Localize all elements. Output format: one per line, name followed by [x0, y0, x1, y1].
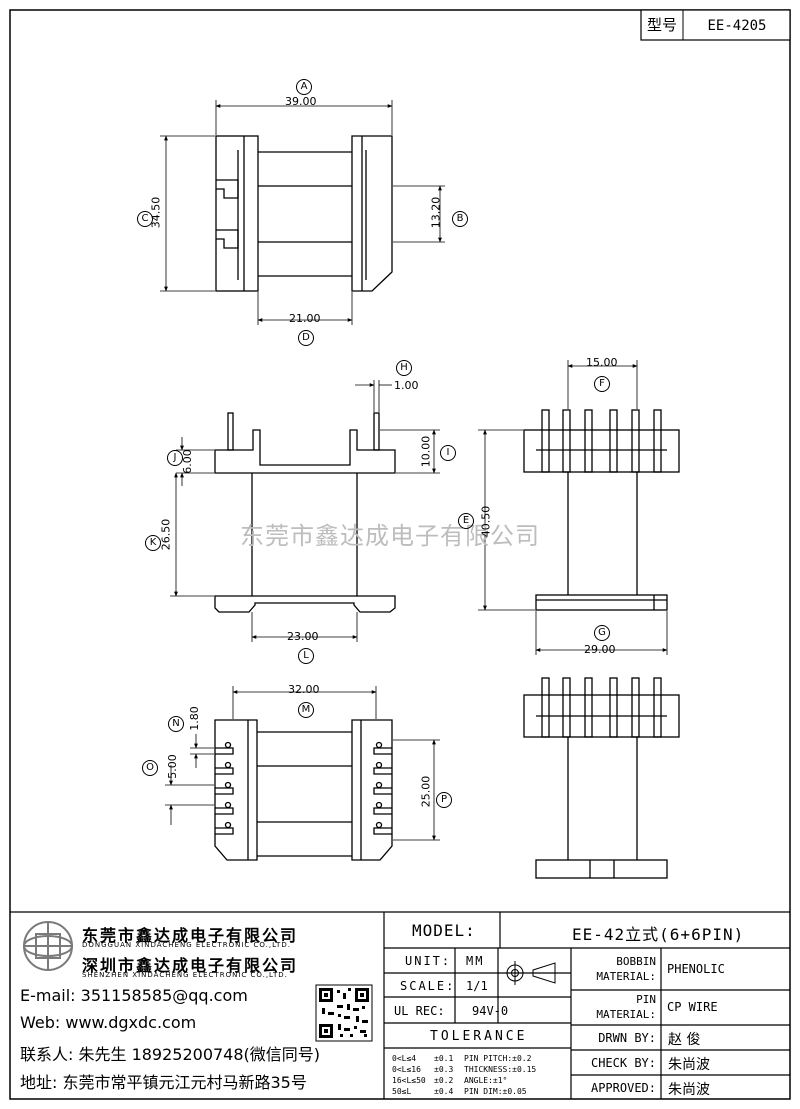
drawing-border	[9, 9, 791, 1100]
dim-e-value: 40.50	[479, 505, 493, 538]
callout-f: F	[594, 376, 610, 392]
dim-p-value: 25.00	[419, 775, 433, 808]
dim-o-value: 5.00	[165, 754, 179, 779]
company-en-shenzhen: SHENZHEN XINDACHENG ELECTRONIC CO.,LTD.	[82, 971, 288, 979]
ul-label: UL REC:	[394, 1004, 445, 1018]
dim-b-value: 13.20	[429, 196, 443, 229]
company-name-shenzhen: 深圳市鑫达成电子有限公司	[82, 956, 299, 975]
callout-j: J	[167, 450, 183, 466]
callout-m: M	[298, 702, 314, 718]
callout-d: D	[298, 330, 314, 346]
dim-a-value: 39.00	[285, 95, 317, 108]
company-logo	[23, 921, 73, 971]
front-view-dimensions	[478, 360, 668, 655]
callout-n: N	[168, 716, 184, 732]
dim-j-value: 6.00	[180, 449, 194, 474]
pin-material-label-2: MATERIAL:	[596, 1008, 656, 1021]
callout-h: H	[396, 360, 412, 376]
bottom-view	[214, 719, 393, 861]
qr-code-image	[315, 984, 373, 1042]
bobbin-material-label-1: BOBBIN	[616, 955, 656, 968]
callout-o: O	[142, 760, 158, 776]
projection-symbol	[503, 961, 556, 985]
front-view-pins	[536, 409, 667, 473]
dim-g-value: 29.00	[584, 643, 616, 656]
dim-n-value: 1.80	[187, 706, 201, 731]
callout-g: G	[594, 625, 610, 641]
dim-f-value: 15.00	[586, 356, 618, 369]
bottom-view-dimensions	[165, 686, 440, 841]
drawn-by-value: 赵 俊	[668, 1032, 701, 1048]
contact-web: Web: www.dgxdc.com	[20, 1013, 197, 1032]
bobbin-material-value: PHENOLIC	[667, 962, 725, 976]
dim-i-value: 10.00	[419, 435, 433, 468]
contact-address: 地址: 东莞市常平镇元江元村马新路35号	[20, 1073, 307, 1092]
callout-p: P	[436, 792, 452, 808]
pin-material-value: CP WIRE	[667, 1000, 718, 1014]
bottom-view-pin-slots	[215, 741, 392, 835]
model-header-box: 型号 EE-4205	[640, 9, 791, 41]
bobbin-material-label-2: MATERIAL:	[596, 970, 656, 983]
title-block-grid	[10, 911, 790, 1099]
scale-value: 1/1	[466, 979, 488, 993]
company-name-dongguan: 东莞市鑫达成电子有限公司	[82, 926, 299, 945]
approved-value: 朱尚波	[668, 1082, 710, 1098]
contact-email: E-mail: 351158585@qq.com	[20, 986, 248, 1005]
top-view-dimensions	[160, 100, 445, 325]
header-type-value: EE-4205	[707, 18, 766, 34]
company-en-dongguan: DONGGUAN XINDACHENG ELECTRONIC CO.,LTD.	[82, 941, 291, 949]
watermark: 东莞市鑫达成电子有限公司	[240, 522, 540, 550]
unit-value: MM	[466, 954, 485, 968]
model-value: EE-42立式(6+6PIN)	[572, 925, 745, 944]
approved-label: APPROVED:	[590, 1081, 656, 1095]
callout-a: A	[296, 79, 312, 95]
callout-b: B	[452, 211, 468, 227]
dim-d-value: 21.00	[289, 312, 321, 325]
model-label: MODEL:	[412, 921, 476, 940]
callout-e: E	[458, 513, 474, 529]
drawn-by-label: DRWN BY:	[598, 1031, 656, 1045]
check-by-label: CHECK BY:	[590, 1056, 656, 1070]
side-view-dimensions	[170, 380, 440, 642]
dim-h-value: 1.00	[394, 379, 419, 392]
pin-view	[523, 677, 680, 879]
dim-m-value: 32.00	[288, 683, 320, 696]
unit-label: UNIT:	[405, 954, 452, 968]
check-by-value: 朱尚波	[668, 1057, 710, 1073]
tolerance-label: TOLERANCE	[430, 1029, 528, 1044]
top-view	[215, 135, 393, 292]
callout-k: K	[145, 535, 161, 551]
scale-label: SCALE:	[400, 979, 456, 993]
pin-material-label-1: PIN	[636, 993, 656, 1006]
ul-value: 94V-0	[472, 1004, 509, 1018]
front-view	[523, 409, 680, 611]
dim-k-value: 26.50	[159, 518, 173, 551]
callout-c: C	[137, 211, 153, 227]
dim-l-value: 23.00	[287, 630, 319, 643]
side-view	[214, 412, 396, 613]
contact-person: 联系人: 朱先生 18925200748(微信同号)	[20, 1045, 321, 1064]
header-type-label: 型号	[647, 16, 677, 34]
callout-i: I	[440, 445, 456, 461]
callout-l: L	[298, 648, 314, 664]
